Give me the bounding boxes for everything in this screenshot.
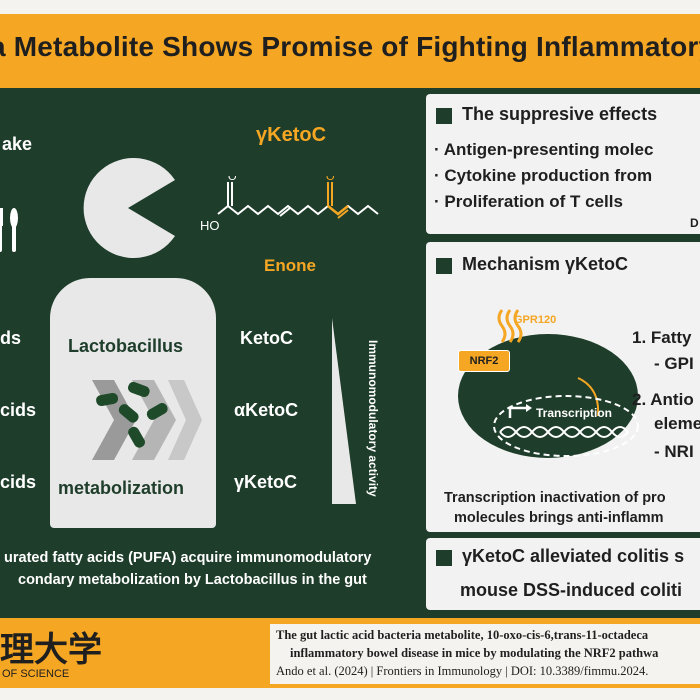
mechanism-title: Mechanism γKetoC xyxy=(462,254,629,274)
metabolization-label: metabolization xyxy=(58,478,185,498)
pacman-head-icon xyxy=(83,158,175,258)
gamma-ketoc-header: γKetoC xyxy=(256,124,327,146)
immuno-axis-wrap: Immunomodulatory activity xyxy=(360,340,384,497)
fatty-acid-label-3: cids xyxy=(0,472,37,492)
mechanism-step-2: 2. Antio xyxy=(632,390,694,409)
citation-line-1: The gut lactic acid bacteria metabolite,… xyxy=(276,628,649,642)
metabolite-ketoc: KetoC xyxy=(240,328,293,348)
suppressive-item-3: · Proliferation of T cells xyxy=(434,192,623,211)
colitis-card: γKetoC alleviated colitis s mouse DSS-in… xyxy=(426,538,700,610)
intake-label: ake xyxy=(2,134,33,154)
citation-box: The gut lactic acid bacteria metabolite,… xyxy=(270,624,700,684)
suppressive-trailing: D xyxy=(690,216,699,230)
molecule-structure-icon: O O xyxy=(217,176,379,219)
mechanism-step-2-cont: eleme xyxy=(654,414,700,433)
caption-line-2: condary metabolization by Lactobacillus … xyxy=(18,572,367,588)
bacteria-chevron-icon xyxy=(92,380,202,460)
suppressive-title: The suppresive effects xyxy=(462,104,658,124)
transcription-label: Transcription xyxy=(536,406,613,420)
mechanism-step-2-sub: - NRI xyxy=(654,442,694,461)
activity-wedge-icon xyxy=(332,318,356,504)
metabolite-alpha-ketoc: αKetoC xyxy=(234,400,299,420)
citation-line-2: inflammatory bowel disease in mice by mo… xyxy=(290,646,659,660)
fatty-acid-label-1: ds xyxy=(0,328,22,348)
mechanism-step-1-sub: - GPI xyxy=(654,354,694,373)
mechanism-footer-2: molecules brings anti-inflamm xyxy=(454,510,664,526)
lactobacillus-label: Lactobacillus xyxy=(68,336,184,356)
immuno-axis-label: Immunomodulatory activity xyxy=(366,340,380,497)
colitis-line-2: mouse DSS-induced coliti xyxy=(460,580,683,600)
suppressive-card: The suppresive effects · Antigen-present… xyxy=(426,94,700,234)
bullet-square-icon xyxy=(436,550,452,566)
mechanism-card: Mechanism γKetoC GPR120 NRF2 Transcripti… xyxy=(426,242,700,532)
footer-bar: 理大学 OF SCIENCE The gut lactic acid bacte… xyxy=(0,618,700,688)
suppressive-item-2: · Cytokine production from xyxy=(434,166,653,185)
enone-label: Enone xyxy=(264,256,316,275)
metabolite-gamma-ketoc: γKetoC xyxy=(234,472,298,492)
mechanism-step-1: 1. Fatty xyxy=(632,328,692,347)
page-title: a Metabolite Shows Promise of Fighting I… xyxy=(0,31,700,62)
mechanism-footer-1: Transcription inactivation of pro xyxy=(444,490,666,506)
nrf2-badge: NRF2 xyxy=(458,350,510,372)
bullet-square-icon xyxy=(436,108,452,124)
gpr120-label: GPR120 xyxy=(514,314,557,326)
citation-line-3: Ando et al. (2024) | Frontiers in Immuno… xyxy=(276,664,649,678)
ho-label: HO xyxy=(200,218,220,233)
university-logo-text: 理大学 xyxy=(0,630,102,670)
svg-text:O: O xyxy=(326,176,335,183)
main-panel: ake ds cids cids Lactobacillus metaboliz… xyxy=(0,88,700,618)
suppressive-item-1: · Antigen-presenting molec xyxy=(434,140,654,159)
cutlery-icon xyxy=(0,208,18,252)
university-logo-sub: OF SCIENCE xyxy=(2,668,70,680)
svg-text:O: O xyxy=(228,176,237,183)
fatty-acid-label-2: cids xyxy=(0,400,37,420)
bullet-square-icon xyxy=(436,258,452,274)
colitis-line-1: γKetoC alleviated colitis s xyxy=(462,546,685,566)
caption-line-1: urated fatty acids (PUFA) acquire immuno… xyxy=(4,550,372,566)
title-bar: a Metabolite Shows Promise of Fighting I… xyxy=(0,14,700,88)
